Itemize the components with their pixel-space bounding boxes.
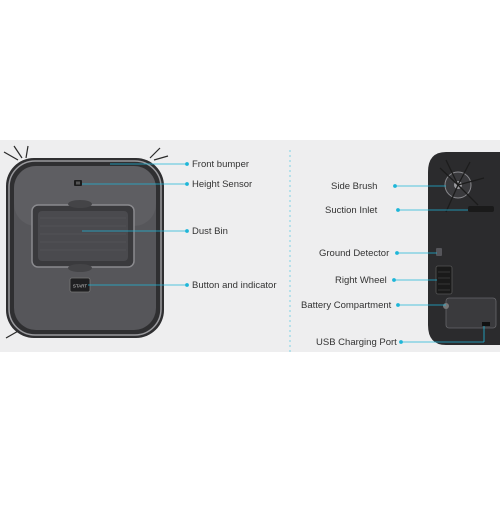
start-button-label: START <box>73 284 88 289</box>
callout-lines-right <box>392 184 485 344</box>
robot-rim <box>8 160 162 336</box>
label-battery-compartment: Battery Compartment <box>301 300 392 311</box>
label-side-brush: Side Brush <box>331 181 378 192</box>
label-front-bumper: Front bumper <box>192 159 250 170</box>
ground-detector <box>436 248 442 256</box>
label-dust-bin: Dust Bin <box>192 226 228 237</box>
label-button-indicator: Button and indicator <box>192 280 277 291</box>
robot-side-body <box>428 152 500 345</box>
usb-charging-port <box>482 322 490 326</box>
label-ground-detector: Ground Detector <box>319 248 390 259</box>
robot-side-view <box>428 152 500 345</box>
robot-top-view: START <box>3 145 169 339</box>
label-right-wheel: Right Wheel <box>335 275 387 286</box>
label-height-sensor: Height Sensor <box>192 179 253 190</box>
suction-inlet <box>468 206 494 212</box>
callout-lines-left <box>82 162 189 287</box>
label-suction-inlet: Suction Inlet <box>325 205 378 216</box>
label-usb-charging-port: USB Charging Port <box>316 337 397 348</box>
battery-compartment <box>445 297 497 329</box>
